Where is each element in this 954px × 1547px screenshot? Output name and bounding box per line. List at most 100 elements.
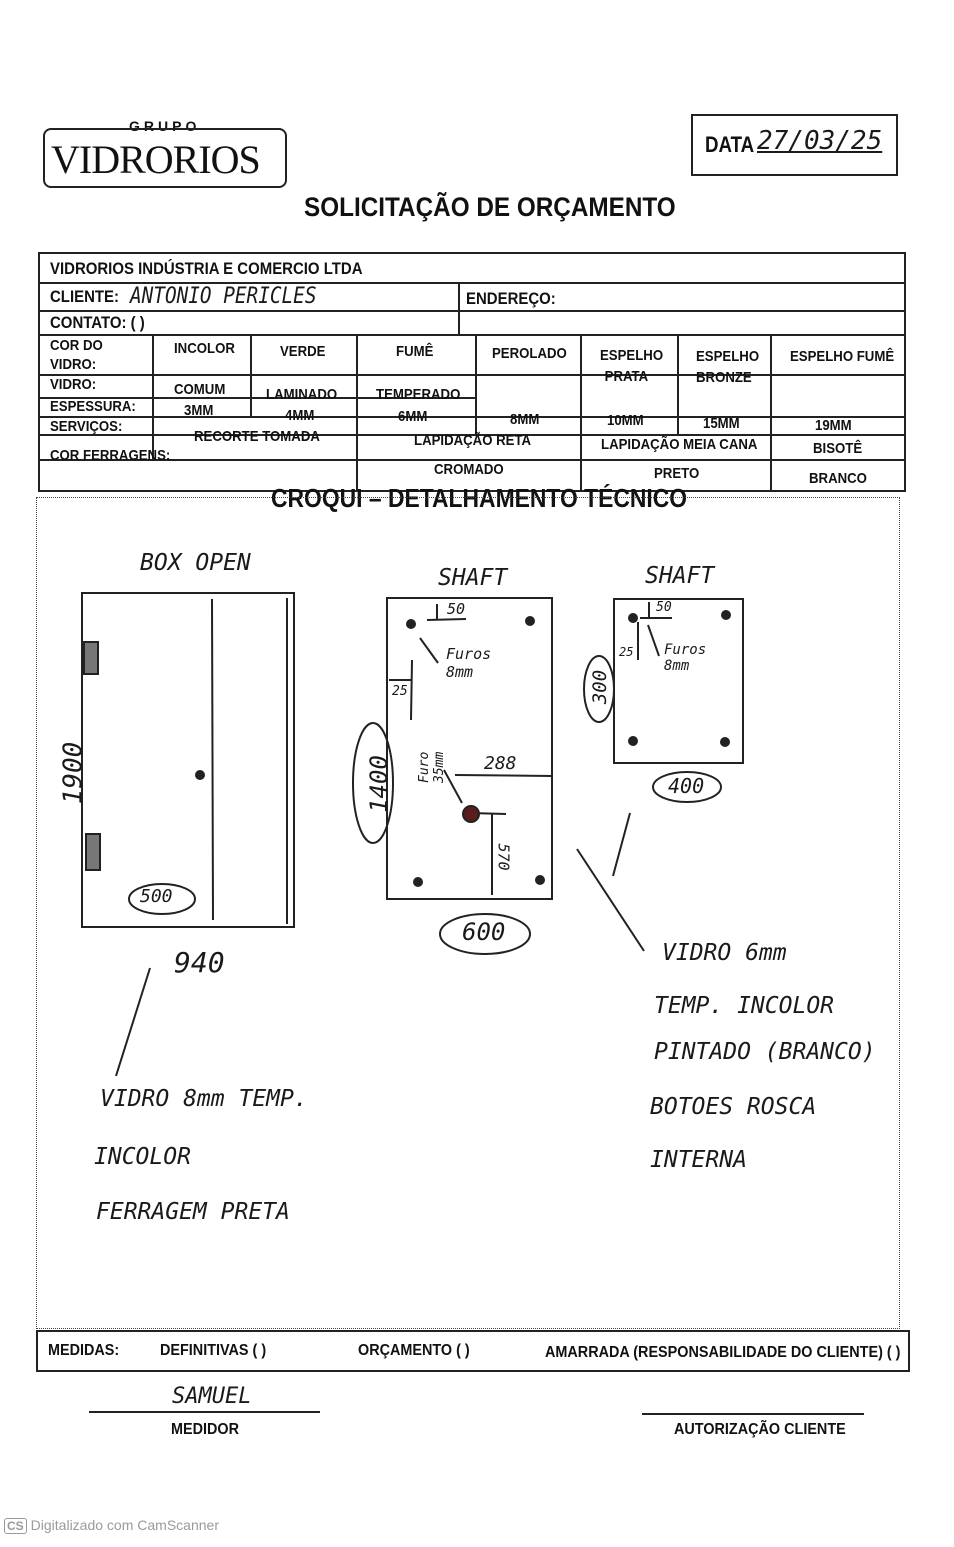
date-box: DATA 27/03/25 bbox=[691, 114, 898, 176]
shaft2-hole-top-right bbox=[721, 610, 731, 620]
glass-type-label: VIDRO: bbox=[50, 376, 97, 393]
note-left-line-2: INCOLOR bbox=[94, 1144, 191, 1170]
note-right-line-2: TEMP. INCOLOR bbox=[654, 993, 835, 1019]
logo-grupo-text: GRUPO bbox=[129, 118, 201, 134]
glass-type-temperado: TEMPERADO bbox=[376, 386, 461, 403]
medidas-orcamento-checkbox[interactable]: ORÇAMENTO ( ) bbox=[358, 1342, 470, 1359]
company-name: VIDRORIOS INDÚSTRIA E COMERCIO LTDA bbox=[50, 259, 363, 278]
shaft1-side-offset: 25 bbox=[392, 684, 408, 699]
shaft-note-leader-2 bbox=[612, 812, 631, 877]
shaft2-width-bubble bbox=[652, 771, 722, 803]
shaft1-width-bubble bbox=[439, 913, 531, 955]
glass-color-verde: VERDE bbox=[280, 343, 326, 360]
date-value: 27/03/25 bbox=[757, 126, 883, 156]
medidor-signature-line bbox=[89, 1411, 320, 1413]
client-label: CLIENTE: bbox=[50, 287, 119, 306]
medidas-definitivas-checkbox[interactable]: DEFINITIVAS ( ) bbox=[160, 1342, 267, 1359]
glass-type-comum: COMUM bbox=[174, 381, 226, 398]
shaft1-dim-570: 570 bbox=[494, 843, 513, 871]
shaft2-hole-bottom-right bbox=[720, 737, 730, 747]
service-recorte-tomada: RECORTE TOMADA bbox=[194, 428, 320, 445]
service-bisote: BISOTÊ bbox=[813, 440, 863, 457]
date-label: DATA bbox=[705, 132, 755, 157]
shaft2-top-offset: 50 bbox=[656, 600, 672, 615]
box-inner-width-label: 500 bbox=[140, 886, 173, 907]
shaft1-height-label: 1400 bbox=[364, 755, 393, 813]
note-right-line-4: BOTOES ROSCA bbox=[650, 1094, 817, 1120]
shaft2-title: SHAFT bbox=[645, 563, 715, 589]
shaft1-outline bbox=[386, 597, 553, 900]
note-left-line-1: VIDRO 8mm TEMP. bbox=[100, 1086, 308, 1112]
thickness-15mm: 15MM bbox=[703, 415, 740, 432]
box-open-divider bbox=[211, 598, 214, 921]
shaft1-dim-288: 288 bbox=[484, 753, 517, 774]
medidas-label: MEDIDAS: bbox=[48, 1342, 120, 1359]
logo-frame bbox=[43, 128, 287, 188]
box-hinge-bottom bbox=[85, 833, 101, 871]
shaft2-width-label: 400 bbox=[668, 774, 705, 798]
autorizacao-signature-line bbox=[642, 1413, 864, 1415]
shaft1-top-offset: 50 bbox=[447, 600, 466, 618]
client-value: ANTONIO PERICLES bbox=[130, 284, 317, 309]
croqui-title: CROQUI – DETALHAMENTO TÉCNICO bbox=[271, 483, 688, 513]
logo-name-text: VIDRORIOS bbox=[51, 137, 261, 182]
thickness-6mm: 6MM bbox=[398, 408, 428, 425]
scanner-watermark-text: Digitalizado com CamScanner bbox=[30, 1517, 219, 1533]
hardware-preto: PRETO bbox=[654, 465, 700, 482]
shaft1-width-label: 600 bbox=[462, 918, 506, 946]
shaft1-hole-bottom-left bbox=[413, 877, 423, 887]
note-left-line-3: FERRAGEM PRETA bbox=[96, 1199, 290, 1225]
glass-color-incolor: INCOLOR bbox=[174, 340, 235, 357]
shaft1-hole-35mm bbox=[462, 805, 480, 823]
box-note-leader bbox=[115, 967, 151, 1077]
box-width-label: 940 bbox=[174, 946, 225, 979]
hardware-branco: BRANCO bbox=[809, 470, 867, 487]
note-right-line-1: VIDRO 6mm bbox=[662, 940, 787, 966]
medidor-label: MEDIDOR bbox=[171, 1421, 240, 1438]
shaft1-hole-bottom-right bbox=[535, 875, 545, 885]
hardware-color-label: COR FERRAGENS: bbox=[50, 447, 171, 464]
services-label: SERVIÇOS: bbox=[50, 418, 123, 435]
medidas-amarrada-checkbox[interactable]: AMARRADA (RESPONSABILIDADE DO CLIENTE) (… bbox=[545, 1344, 901, 1361]
glass-color-espelho-bronze: ESPELHO BRONZE bbox=[696, 348, 760, 386]
shaft1-holes-note: Furos 8mm bbox=[446, 645, 492, 681]
croqui-frame bbox=[36, 497, 900, 1329]
hardware-cromado: CROMADO bbox=[434, 461, 504, 478]
camscanner-icon: CS bbox=[4, 1518, 27, 1534]
thickness-8mm: 8MM bbox=[510, 411, 540, 428]
glass-color-espelho-fume: ESPELHO FUMÊ bbox=[790, 348, 895, 365]
service-lapidacao-meia-cana: LAPIDAÇÃO MEIA CANA bbox=[601, 436, 758, 453]
shaft1-title: SHAFT bbox=[438, 565, 508, 591]
box-open-title: BOX OPEN bbox=[140, 550, 251, 576]
note-right-line-5: INTERNA bbox=[650, 1147, 747, 1173]
thickness-3mm: 3MM bbox=[184, 402, 214, 419]
address-label: ENDEREÇO: bbox=[466, 289, 556, 308]
service-lapidacao-reta: LAPIDAÇÃO RETA bbox=[414, 432, 532, 449]
medidas-row: MEDIDAS: DEFINITIVAS ( ) ORÇAMENTO ( ) A… bbox=[36, 1330, 910, 1372]
shaft2-side-offset: 25 bbox=[619, 645, 634, 659]
box-height-label: 1900 bbox=[58, 741, 89, 805]
shaft-note-leader-1 bbox=[576, 848, 645, 952]
box-width-bubble bbox=[128, 883, 196, 915]
box-hinge-top bbox=[83, 641, 99, 675]
box-handle-dot bbox=[195, 770, 205, 780]
glass-color-perolado: PEROLADO bbox=[492, 345, 567, 362]
note-right-line-3: PINTADO (BRANCO) bbox=[654, 1039, 876, 1065]
shaft2-hole-bottom-left bbox=[628, 736, 638, 746]
contact-label: CONTATO: ( ) bbox=[50, 313, 145, 332]
thickness-10mm: 10MM bbox=[607, 412, 644, 429]
shaft1-hole-top-left bbox=[406, 619, 416, 629]
shaft1-height-bubble bbox=[352, 722, 394, 844]
thickness-19mm: 19MM bbox=[815, 417, 852, 434]
autorizacao-label: AUTORIZAÇÃO CLIENTE bbox=[674, 1421, 846, 1438]
shaft2-height-bubble bbox=[583, 655, 615, 723]
medidor-signature: SAMUEL bbox=[172, 1384, 252, 1409]
glass-color-fume: FUMÊ bbox=[396, 343, 434, 360]
glass-color-label: COR DO VIDRO: bbox=[50, 337, 103, 373]
shaft2-holes-note: Furos 8mm bbox=[664, 642, 707, 674]
shaft2-height-label: 300 bbox=[589, 669, 612, 705]
glass-color-espelho-prata: ESPELHO PRATA bbox=[600, 347, 664, 385]
